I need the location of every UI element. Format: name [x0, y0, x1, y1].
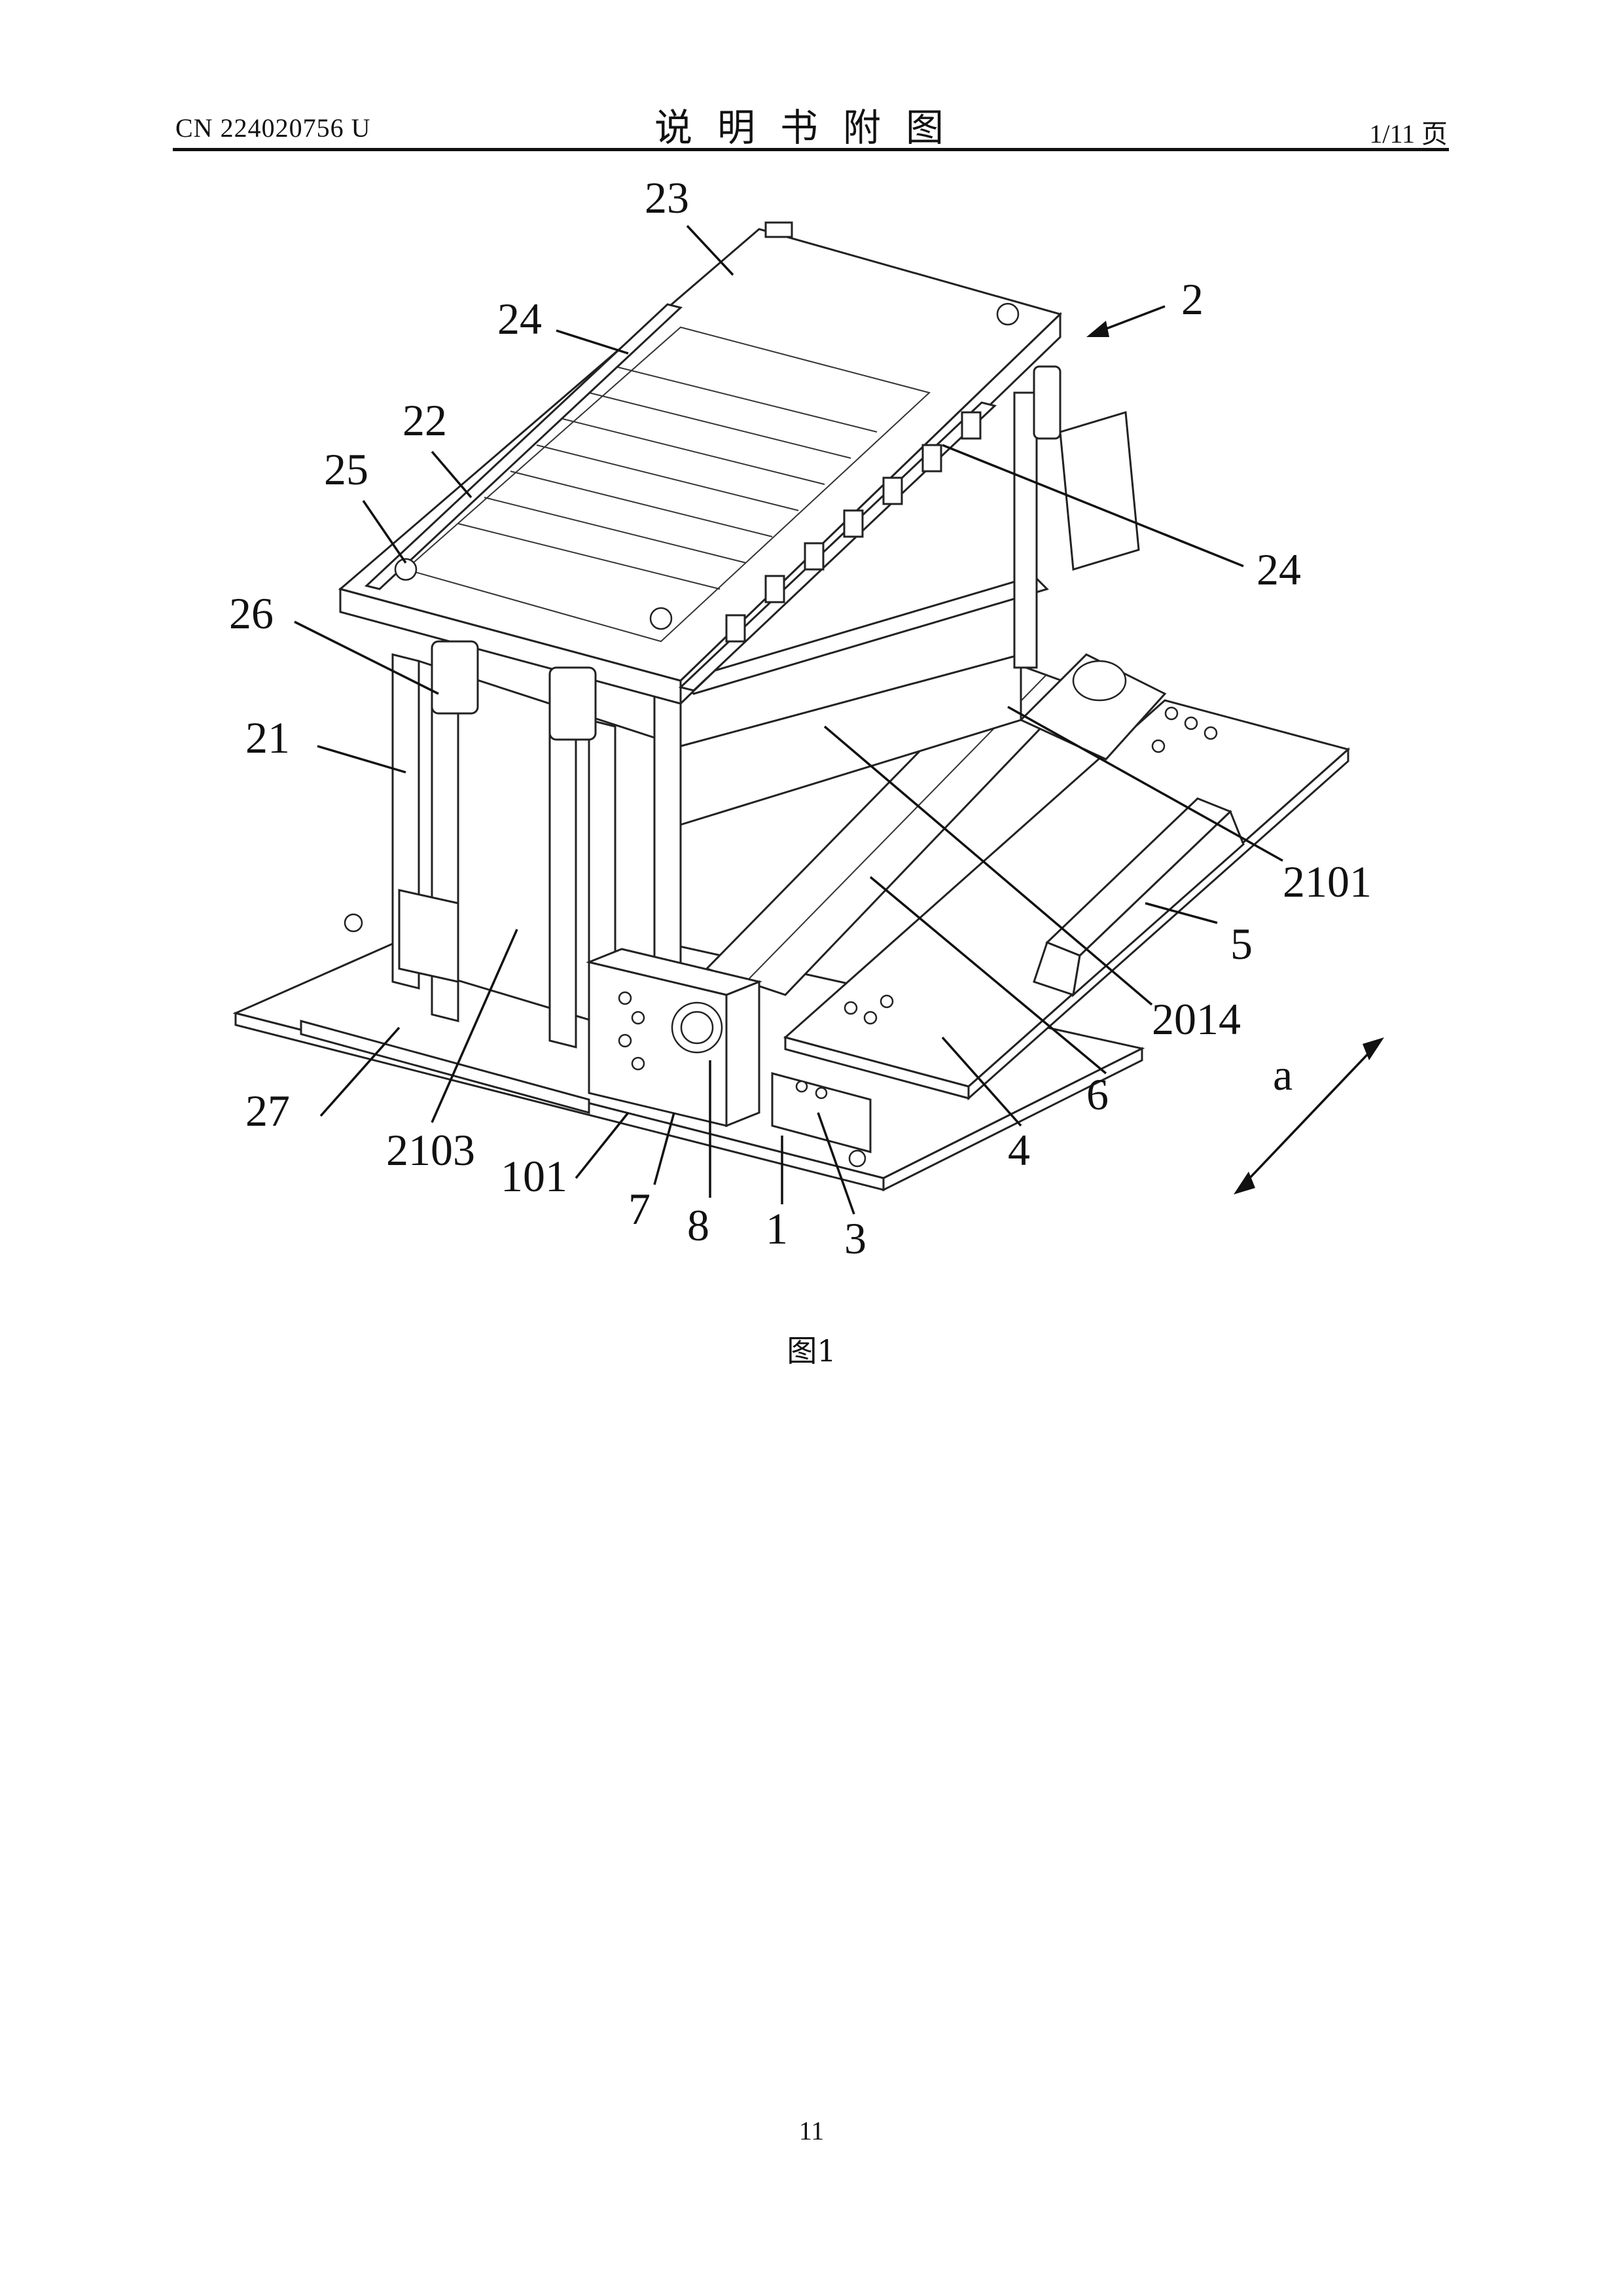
callout-24: 24 [497, 294, 542, 344]
callout-21: 21 [245, 713, 290, 762]
page-number: 11 [0, 2115, 1623, 2146]
figure-caption: 图1 [0, 1327, 1623, 1371]
callout-7: 7 [628, 1184, 651, 1234]
callout-22: 22 [402, 395, 447, 445]
callout-2103: 2103 [386, 1125, 475, 1175]
callout-23: 23 [645, 173, 689, 223]
top-frame [340, 223, 1060, 704]
callout-26: 26 [229, 588, 274, 638]
callout-101: 101 [501, 1151, 567, 1201]
callout-6: 6 [1086, 1069, 1109, 1119]
callout-2: 2 [1181, 274, 1204, 324]
callout-4: 4 [1008, 1125, 1030, 1175]
callout-a: a [1273, 1050, 1293, 1100]
callout-2101: 2101 [1283, 857, 1372, 906]
callout-24-right: 24 [1257, 545, 1301, 594]
patent-drawing: 23 24 2 22 25 24 26 21 2101 5 2014 6 4 a… [0, 0, 1623, 1440]
callout-27: 27 [245, 1086, 290, 1136]
callout-2014: 2014 [1152, 994, 1241, 1044]
callout-3: 3 [844, 1213, 866, 1263]
callout-25: 25 [324, 444, 368, 494]
callout-8: 8 [687, 1200, 709, 1250]
callout-1: 1 [766, 1204, 788, 1253]
callout-5: 5 [1230, 919, 1253, 969]
